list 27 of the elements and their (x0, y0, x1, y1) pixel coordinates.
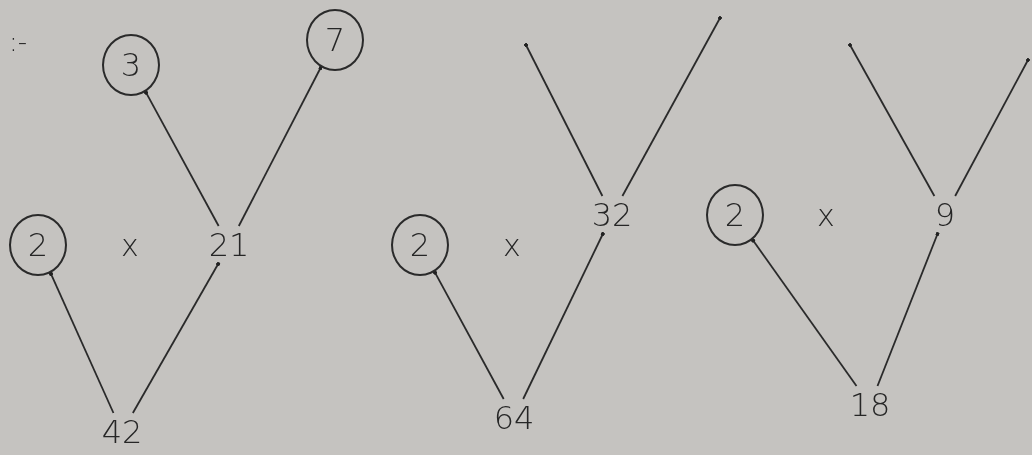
connector-line (131, 262, 221, 414)
connector-line (751, 238, 858, 387)
circled-number: 2 (9, 214, 67, 276)
multiply-sign: x (121, 227, 139, 263)
connector-line (237, 66, 323, 227)
circled-number: 2 (706, 184, 764, 246)
connector-line (954, 58, 1030, 197)
number-text: 64 (490, 400, 538, 436)
connector-line (621, 16, 722, 197)
connector-line (48, 271, 115, 414)
connector-line (144, 90, 220, 227)
multiply-sign: x (817, 197, 835, 233)
connector-line (433, 270, 505, 400)
number-text: 42 (98, 414, 146, 450)
connector-line (876, 232, 940, 387)
circled-number: 2 (391, 214, 449, 276)
circled-number: 3 (102, 34, 160, 96)
multiply-sign: x (503, 227, 521, 263)
number-text: 32 (588, 197, 636, 233)
number-text: 21 (205, 227, 253, 263)
connector-line (848, 43, 936, 197)
connector-line (524, 43, 604, 197)
circled-number: 7 (306, 9, 364, 71)
connector-line (522, 232, 605, 400)
number-text: 9 (931, 197, 959, 233)
punctuation-text: :- (8, 27, 28, 57)
number-text: 18 (846, 387, 894, 423)
